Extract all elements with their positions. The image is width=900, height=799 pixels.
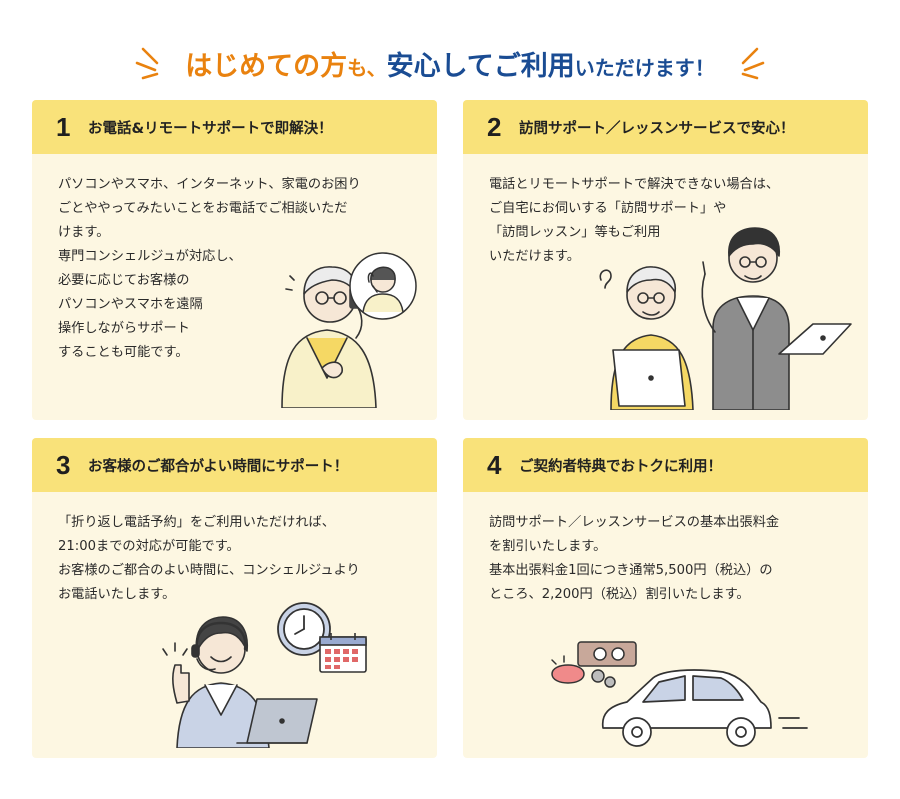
sparkle-icon (135, 47, 159, 80)
feature-card-4: 4 ご契約者特典でおトクに利用！ 訪問サポート／レッスンサービスの基本出張料金 … (463, 438, 868, 758)
card-line: 操作しながらサポート (58, 321, 190, 336)
card-line: 基本出張料金1回につき通常5,500円（税込）の (489, 563, 773, 578)
card-line: 必要に応じてお客様の (58, 273, 190, 288)
card-line: を割引いたします。 (489, 539, 607, 554)
card-line: けます。 (58, 225, 110, 240)
card-line: ところ、2,200円（税込）割引いたします。 (489, 587, 750, 602)
feature-card-3: 3 お客様のご都合がよい時間にサポート！ 「折り返し電話予約」をご利用いただけれ… (32, 438, 437, 758)
headline-part-1: はじめての方 (185, 50, 348, 82)
card-header: 4 ご契約者特典でおトクに利用！ (463, 438, 868, 492)
feature-card-2: 2 訪問サポート／レッスンサービスで安心！ 電話とリモートサポートで解決できない… (463, 100, 868, 420)
headset-operator-illustration (162, 616, 318, 748)
headline-part-2: も、 (347, 55, 387, 80)
card-title: お客様のご都合がよい時間にサポート！ (88, 458, 349, 475)
headline-part-3: 安心してご利用 (386, 50, 575, 82)
car-icon (601, 669, 808, 747)
card-header: 2 訪問サポート／レッスンサービスで安心！ (463, 100, 868, 154)
concierge-icon (349, 252, 417, 320)
card-line: 専門コンシェルジュが対応し、 (58, 249, 242, 264)
card-line: いただけます。 (489, 249, 580, 264)
phone-senior-illustration (281, 266, 377, 408)
headline: はじめての方 も、 安心してご利用 いただけます！ (0, 38, 900, 88)
card-line: 訪問サポート／レッスンサービスの基本出張料金 (489, 515, 780, 530)
card-line: パソコンやスマホを遠隔 (58, 297, 203, 312)
card-number: 3 (56, 449, 71, 480)
card-line: お客様のご都合のよい時間に、コンシェルジュより (58, 563, 360, 578)
headline-text: はじめての方 も、 安心してご利用 いただけます！ (185, 44, 715, 83)
wallet-icon (551, 641, 637, 688)
card-line: パソコンやスマホ、インターネット、家電のお困り (58, 177, 361, 192)
headline-part-4: いただけます！ (574, 55, 715, 80)
card-line: 「訪問レッスン」等もご利用 (489, 225, 661, 240)
card-line: ご自宅にお伺いする「訪問サポート」や (489, 201, 727, 216)
card-header: 3 お客様のご都合がよい時間にサポート！ (32, 438, 437, 492)
card-line: 「折り返し電話予約」をご利用いただければ、 (58, 515, 335, 530)
sparkle-icon (741, 47, 765, 80)
card-number: 1 (56, 111, 71, 142)
calendar-icon (319, 633, 367, 673)
card-line: 電話とリモートサポートで解決できない場合は、 (489, 177, 780, 192)
card-title: お電話&リモートサポートで即解決！ (88, 120, 333, 137)
card-body: 電話とリモートサポートで解決できない場合は、 ご自宅にお伺いする「訪問サポート」… (489, 173, 850, 269)
card-line: お電話いたします。 (58, 587, 176, 602)
card-body: 「折り返し電話予約」をご利用いただければ、 21:00までの対応が可能です。 お… (58, 511, 419, 607)
visit-support-illustration (599, 227, 852, 410)
card-header: 1 お電話&リモートサポートで即解決！ (32, 100, 437, 154)
card-line: ごとややってみたいことをお電話でご相談いただ (58, 201, 348, 216)
card-line: することも可能です。 (58, 345, 189, 360)
card-number: 4 (487, 449, 502, 480)
card-number: 2 (487, 111, 502, 142)
card-line: 21:00までの対応が可能です。 (58, 539, 240, 554)
card-body: 訪問サポート／レッスンサービスの基本出張料金 を割引いたします。 基本出張料金1… (489, 511, 850, 607)
card-title: ご契約者特典でおトクに利用！ (519, 458, 722, 475)
card-title: 訪問サポート／レッスンサービスで安心！ (519, 120, 795, 137)
card-body: パソコンやスマホ、インターネット、家電のお困り ごとややってみたいことをお電話で… (58, 173, 419, 365)
feature-card-1: 1 お電話&リモートサポートで即解決！ パソコンやスマホ、インターネット、家電の… (32, 100, 437, 420)
clock-icon (277, 602, 331, 656)
